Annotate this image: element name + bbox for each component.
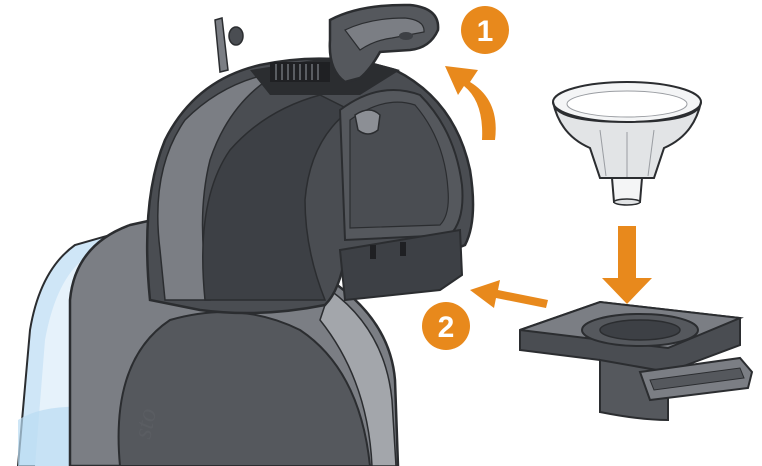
- lift-arrow: [445, 66, 496, 140]
- step-number-1: 1: [477, 15, 494, 48]
- latch: [354, 109, 381, 135]
- arrows: [445, 66, 652, 308]
- capsule-funnel: [552, 81, 702, 206]
- step-badge-2-circle: [422, 302, 470, 350]
- step-badge-1: 1: [461, 6, 509, 54]
- slide-in-arrow: [470, 280, 548, 308]
- back-peg: [214, 17, 229, 73]
- brand-lettering: sto: [128, 406, 163, 442]
- coffee-machine: sto: [16, 3, 475, 466]
- capsule-holder: [519, 300, 754, 422]
- step-number-2: 2: [438, 311, 455, 344]
- step-badge-2: 2: [422, 302, 470, 350]
- step-badge-1-circle: [461, 6, 509, 54]
- insert-down-arrow: [602, 226, 652, 304]
